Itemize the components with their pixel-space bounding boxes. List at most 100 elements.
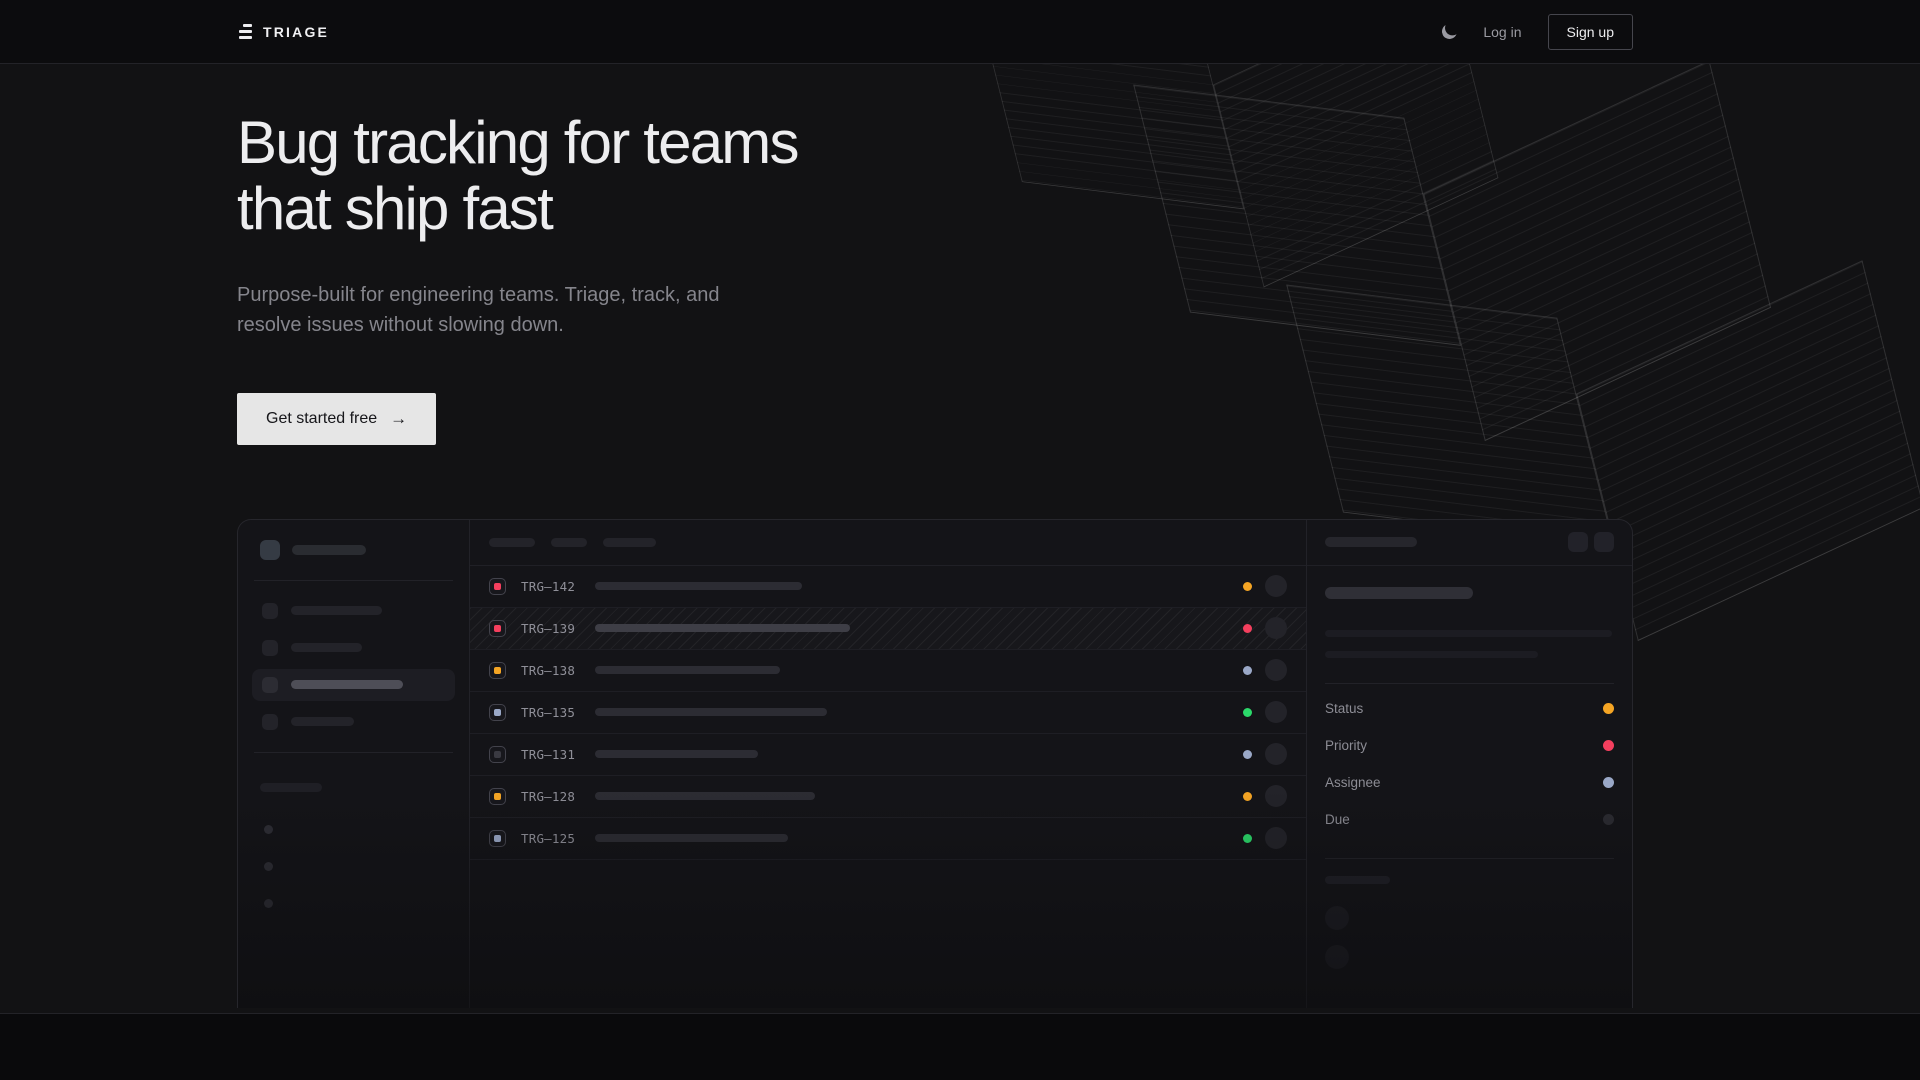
issue-row: TRG–138 — [470, 650, 1306, 692]
property-row: Status — [1325, 690, 1614, 727]
mock-nav-item — [252, 595, 455, 627]
issue-row: TRG–135 — [470, 692, 1306, 734]
skeleton-bar — [1325, 875, 1390, 884]
status-dot — [1243, 833, 1252, 843]
property-label: Status — [1325, 700, 1364, 716]
issue-type-dot — [494, 750, 501, 758]
issue-type-icon — [489, 745, 506, 763]
divider — [1325, 682, 1614, 684]
property-row: Priority — [1325, 727, 1614, 764]
issue-type-dot — [494, 834, 501, 842]
theme-toggle-moon-icon[interactable] — [1440, 22, 1459, 41]
mock-workspace-icon — [260, 539, 280, 560]
skeleton-bar — [291, 643, 362, 653]
skeleton-bar — [595, 750, 758, 759]
status-dot — [1243, 749, 1252, 759]
issue-id: TRG–125 — [521, 830, 576, 846]
property-label: Due — [1325, 811, 1350, 827]
brand-name: TRIAGE — [263, 23, 330, 40]
property-label: Priority — [1325, 737, 1368, 753]
skeleton-bar — [1325, 629, 1612, 637]
mock-detail-header — [1307, 520, 1632, 566]
arrow-right-icon: → — [390, 409, 408, 429]
property-dot — [1603, 813, 1614, 825]
get-started-button[interactable]: Get started free → — [237, 392, 437, 445]
skeleton-bar — [1325, 537, 1417, 548]
issue-type-dot — [494, 624, 501, 632]
status-dot — [1243, 707, 1252, 717]
mock-avatar-circle — [1325, 905, 1349, 930]
footer — [0, 1013, 1920, 1080]
mockup-sidebar — [238, 519, 470, 1008]
triage-logo-icon — [237, 24, 252, 39]
mock-sidebar-dot — [264, 861, 273, 871]
avatar — [1265, 785, 1287, 808]
issue-type-dot — [494, 582, 501, 590]
status-dot — [1243, 623, 1252, 633]
avatar — [1265, 827, 1287, 850]
skeleton-bar — [291, 717, 354, 727]
mock-nav-icon — [262, 713, 278, 730]
issue-type-dot — [494, 666, 501, 674]
issue-type-icon — [489, 703, 506, 721]
issue-type-dot — [494, 792, 501, 800]
issue-type-icon — [489, 787, 506, 805]
issue-type-icon — [489, 577, 506, 595]
property-dot — [1603, 739, 1614, 751]
mock-avatar-circle — [1325, 944, 1349, 969]
top-navbar: TRIAGE Log in Sign up — [0, 0, 1920, 64]
issue-id: TRG–139 — [521, 620, 576, 636]
login-link[interactable]: Log in — [1483, 23, 1522, 40]
property-row: Assignee — [1325, 764, 1614, 801]
skeleton-bar — [595, 708, 827, 717]
skeleton-bar — [1325, 650, 1538, 658]
avatar — [1265, 659, 1287, 682]
brand: TRIAGE — [237, 24, 329, 40]
mock-list-header — [470, 520, 1306, 566]
issue-id: TRG–128 — [521, 788, 576, 804]
avatar — [1265, 701, 1287, 724]
signup-button[interactable]: Sign up — [1547, 13, 1633, 50]
divider — [254, 579, 453, 581]
property-label: Assignee — [1325, 774, 1381, 790]
status-dot — [1243, 581, 1252, 591]
issue-type-icon — [489, 829, 506, 847]
avatar — [1265, 617, 1287, 640]
mock-sidebar-dot — [264, 824, 273, 834]
mock-nav-item — [252, 706, 455, 738]
page-title: Bug tracking for teams that ship fast — [237, 109, 799, 242]
skeleton-bar — [260, 782, 322, 792]
skeleton-bar — [595, 624, 850, 633]
mock-action-square — [1594, 532, 1614, 553]
skeleton-bar — [595, 666, 780, 675]
mock-tab-pill — [603, 537, 656, 547]
mock-nav-icon — [262, 602, 278, 619]
issue-type-dot — [494, 708, 501, 716]
property-row: Due — [1325, 801, 1614, 838]
issue-row: TRG–128 — [470, 776, 1306, 818]
issue-type-icon — [489, 619, 506, 637]
skeleton-bar — [291, 680, 403, 690]
mock-sidebar-nav — [252, 595, 455, 738]
mock-nav-item — [252, 632, 455, 664]
property-dot — [1603, 776, 1614, 788]
issue-id: TRG–135 — [521, 704, 576, 720]
mock-nav-icon — [262, 676, 278, 693]
mock-sidebar-dots — [252, 824, 455, 908]
status-dot — [1243, 791, 1252, 801]
mock-nav-icon — [262, 639, 278, 656]
divider — [254, 751, 453, 753]
issue-row: TRG–125 — [470, 818, 1306, 860]
mock-tab-pill — [551, 537, 587, 547]
get-started-label: Get started free — [266, 409, 378, 427]
mock-tab-pill — [489, 537, 535, 547]
hero-section: Bug tracking for teams that ship fast Pu… — [0, 64, 1920, 1013]
mock-workspace-row — [252, 534, 455, 566]
avatar — [1265, 575, 1287, 598]
hero-subtitle: Purpose-built for engineering teams. Tri… — [237, 284, 720, 337]
